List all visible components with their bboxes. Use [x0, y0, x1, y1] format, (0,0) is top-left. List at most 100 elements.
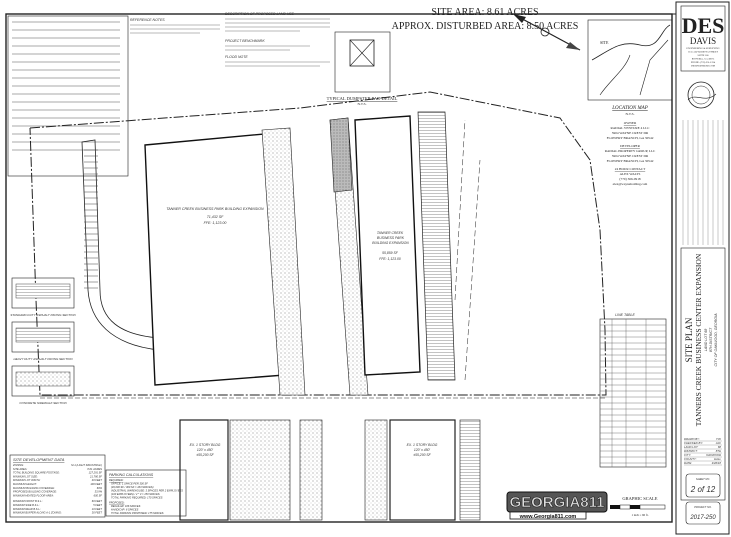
firm-line: ROSWELL, GA 30075 — [692, 58, 715, 61]
site-data-value: 10 FEET — [92, 507, 103, 511]
dumpster-pad-detail: TYPICAL DUMPSTER PAD DETAIL N.T.S. — [327, 31, 398, 106]
existing-building-area: ±55,200 SF — [196, 453, 214, 457]
site-data-title: SITE DEVELOPMENT DATA — [13, 457, 65, 462]
parking-required-line: INDUSTRIAL WAREHOUSE: 3 SPACES PER 2 EMP… — [111, 489, 183, 493]
sheet-title: SITE PLAN — [684, 317, 694, 362]
location-map-scale: N.T.S. — [626, 112, 635, 116]
title-info-label: CITY: — [684, 453, 692, 457]
parking-proposed-heading: PROPOSED: — [109, 501, 125, 505]
site-data-label: MAXIMUM BUILDING COVERAGE: — [13, 486, 55, 490]
notes: REFERENCE NOTES DESCRIPTION OF PROPOSED … — [130, 12, 330, 67]
dumpster-detail-title: TYPICAL DUMPSTER PAD DETAIL — [327, 96, 398, 101]
location-map-title: LOCATION MAP — [611, 106, 648, 111]
title-info-label: LAND LOT: — [684, 445, 698, 449]
firm-name: DAVIS — [690, 36, 716, 46]
existing-development: EX. 1 STORY BLDG 120' x 450' ±55,200 SF … — [40, 397, 606, 521]
title-info-value: HALL — [714, 457, 721, 461]
location-map: SITE LOCATION MAP N.T.S. — [587, 19, 673, 116]
pavement-section-title: HEAVY DUTY ASPHALT PAVING SECTION — [13, 357, 73, 361]
concrete-pad — [329, 117, 353, 193]
project-no-label: PROJECT NO. — [694, 505, 712, 509]
parking-right — [417, 111, 456, 381]
firm-logo: DES — [682, 13, 725, 38]
project-no: 2017-250 — [689, 515, 716, 521]
project-title: TANNERS CREEK BUSINESS CENTER EXPANSION — [694, 253, 703, 426]
contact-heading: 24 HOUR CONTACT — [615, 167, 646, 171]
site-data-label: MINIMUM LOT WIDTH: — [13, 478, 41, 482]
title-info-label: DISTRICT: — [684, 449, 698, 453]
title-info-value: 3/26/18 — [712, 461, 722, 465]
site-data-value: 21,780 SF — [89, 474, 102, 478]
site-data-value: M-1 (LIGHT INDUSTRIAL) — [71, 463, 102, 467]
firm-line: PHONE: (770) 251-1234 — [691, 61, 716, 64]
georgia811-text: GEORGIA811 — [509, 494, 604, 511]
graphic-scale-note: 1 inch = 60 ft. — [632, 513, 649, 517]
site-data-label: TOTAL BUILDING SQUARE FOOTAGE: — [13, 471, 60, 475]
parking-required-line: (100 EMPLOYEES) / 2 * 3 = 150 SPACES — [111, 492, 160, 496]
note-heading: REFERENCE NOTES — [130, 18, 165, 22]
site-data-label: MINIMUM SIDE B.S.L.: — [13, 503, 40, 507]
developer-line: RADIAL PROPERTY GROUP, LLC — [605, 149, 656, 154]
parking-calculations: PARKING CALCULATIONS REQUIRED:OFFICE: 1 … — [105, 469, 187, 517]
site-data-value: 40 FEET — [92, 478, 103, 482]
graphic-scale-title: GRAPHIC SCALE — [622, 496, 657, 501]
title-block-border — [675, 1, 730, 535]
site-data-value: 60% — [97, 486, 103, 490]
disturbed-area: APPROX. DISTURBED AREA: 8.50 ACRES — [392, 21, 579, 32]
building-1-ffe: FFE: 1,123.00 — [204, 221, 227, 225]
property-boundary — [29, 91, 607, 396]
owner-line: FLOWERY BRANCH, GA 30542 — [607, 136, 654, 141]
firm-line: 1155 ALPHARETTA STREET — [688, 51, 718, 54]
parking-required-heading: REQUIRED: — [109, 478, 124, 482]
title-info-value: TJK — [716, 437, 721, 441]
parking-required-line: OFFICE: 1 SPACE PER 300 SF — [111, 482, 148, 486]
site-data-value: 127,291 SF — [89, 471, 103, 475]
building-2-name: TANNER CREEK BUSINESS PARK BUILDING EXPA… — [371, 231, 409, 245]
site-data-label: MINIMUM FRONT B.S.L.: — [13, 499, 43, 503]
note-heading: FLOOD NOTE — [225, 55, 248, 59]
georgia811-url: www.Georgia811.com — [519, 514, 577, 520]
title-info-value: OAKWOOD — [706, 453, 721, 457]
title-info-label: DRAWN BY: — [684, 437, 700, 441]
parking-required-line: TOTAL PARKING REQUIRED: 170 SPACES — [111, 496, 163, 500]
site-data-label: PROPOSED BUILDING COVERAGE: — [13, 490, 57, 494]
land-lot: LAND LOT 68 — [704, 329, 708, 352]
building-1: TANNER CREEK BUSINESS PARK BUILDING EXPA… — [144, 132, 286, 386]
existing-building-area: ±55,200 SF — [413, 453, 431, 457]
parking-title: PARKING CALCULATIONS — [109, 473, 154, 477]
site-development-data: SITE DEVELOPMENT DATA ZONING: M-1 (LIGHT … — [9, 454, 106, 518]
site-data-label: ZONING: — [12, 463, 24, 467]
developer-heading: DEVELOPER — [620, 144, 641, 148]
drawing-border — [5, 13, 673, 523]
existing-building-name: EX. 1 STORY BLDG — [190, 443, 221, 447]
sheet-no-label: SHEET NO. — [696, 477, 710, 481]
title-info-value: 8TH — [716, 449, 722, 453]
contact-info: OWNER RADIAL VENTURE 4 LLC 5904 WAYNE CR… — [605, 121, 656, 186]
parking-proposed-line: REGULAR: 166 SPACES — [111, 504, 141, 508]
line-table: LINE TABLE — [599, 313, 667, 468]
site-data-label: MINIMUM HEATED FLOOR AREA: — [13, 493, 54, 497]
existing-building-name: EX. 1 STORY BLDG — [407, 443, 438, 447]
north-arrow-icon — [513, 14, 581, 51]
contact-line: ALEX WALTS — [620, 172, 641, 176]
site-data-label: SITE AREA: — [13, 467, 27, 471]
note-heading: DESCRIPTION OF PROPOSED LAND USE — [225, 12, 295, 16]
firm-line: DESENGINEERS.COM — [691, 65, 716, 68]
pavement-section-title: STANDARD DUTY ASPHALT PAVING SECTION — [10, 313, 76, 317]
contact-line: (770) 366-0918 — [619, 177, 640, 181]
firm-line: SUITE 100 — [698, 54, 710, 57]
site-data-value: 30 FEET — [92, 511, 103, 515]
site-data-value: 60 FEET — [92, 499, 103, 503]
site-data-label: MINIMUM REAR B.S.L.: — [13, 507, 41, 511]
site-data-value: 33.9% — [95, 490, 103, 494]
title-info-label: DATE: — [684, 461, 692, 465]
building-2-area: 55,859 SF — [382, 251, 399, 255]
graphic-scale: GRAPHIC SCALE 1 inch = 60 ft. — [610, 496, 666, 517]
building-2: TANNER CREEK BUSINESS PARK BUILDING EXPA… — [354, 115, 421, 376]
note-heading: PROJECT BENCHMARK — [225, 39, 265, 43]
site-data-label: MINIMUM LOT SIZE: — [13, 474, 38, 478]
pavement-section-title: CONCRETE SIDEWALK SECTION — [19, 401, 67, 405]
title-block: DES DAVIS ENGINEERING & SURVEYING 1155 A… — [680, 5, 726, 525]
owner-heading: OWNER — [624, 121, 637, 125]
